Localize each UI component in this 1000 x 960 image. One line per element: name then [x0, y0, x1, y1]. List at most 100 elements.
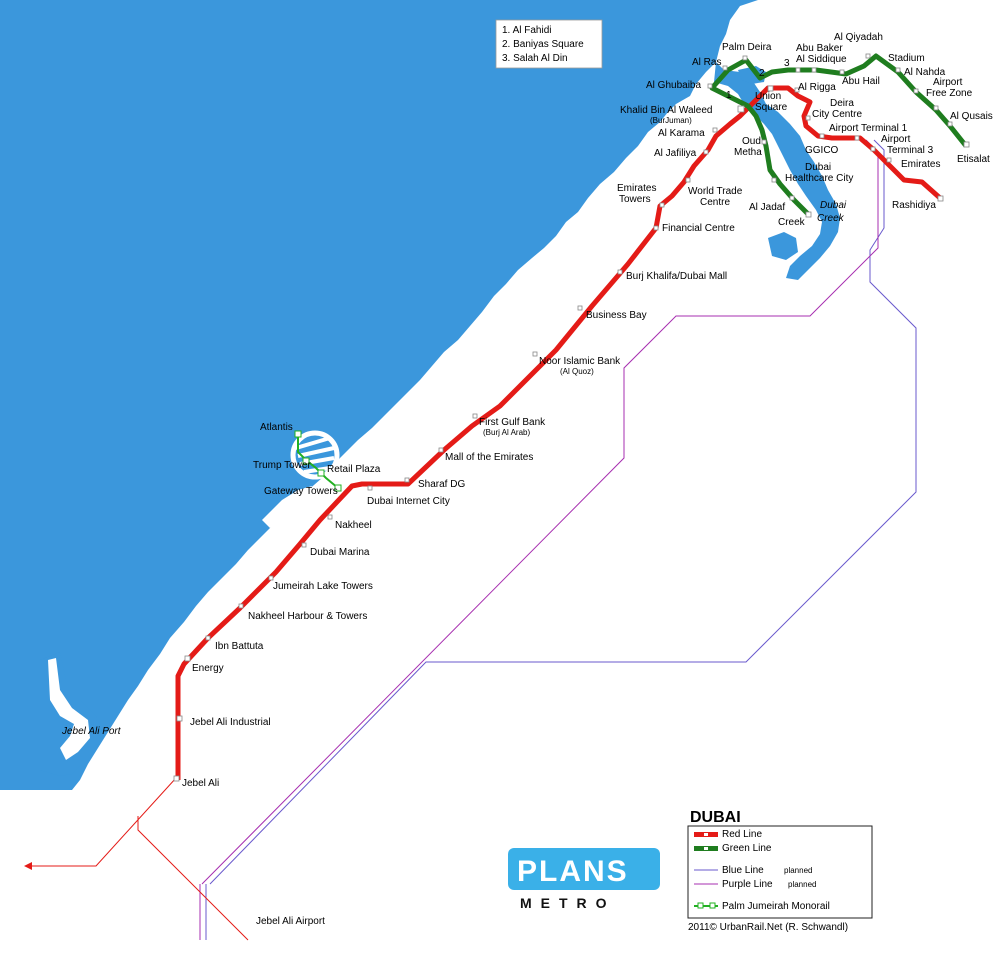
- station-retail-plaza: Retail Plaza: [327, 464, 381, 475]
- label-creek: Creek: [817, 213, 845, 224]
- legend: DUBAI Red Line Green Line Blue Line plan…: [687, 809, 873, 919]
- station-square: Square: [755, 102, 788, 113]
- station-deira-city-centre: City Centre: [812, 109, 862, 120]
- station-abu-baker: Abu Baker: [796, 43, 843, 54]
- station-abu-hail: Abu Hail: [842, 76, 880, 87]
- station-nakheel-harbour: Nakheel Harbour & Towers: [248, 611, 367, 622]
- station-khalid-bin-al-waleed: Khalid Bin Al Waleed: [620, 105, 712, 116]
- station-jebel-ali-industrial: Jebel Ali Industrial: [190, 717, 271, 728]
- palm-monorail: [297, 434, 339, 489]
- logo-metro: METRO: [520, 895, 616, 911]
- interchange-number-3: 3: [784, 58, 790, 69]
- label-jebel-ali-port: Jebel Ali Port: [61, 726, 122, 737]
- station-jumeirah-lake-towers: Jumeirah Lake Towers: [273, 581, 373, 592]
- station-mall-of-the-emirates: Mall of the Emirates: [445, 452, 533, 463]
- palm-jumeirah: [262, 430, 340, 540]
- station-world-trade: World Trade: [688, 186, 743, 197]
- plans-metro-logo: PLANS METRO: [508, 848, 660, 911]
- station-al-qusais: Al Qusais: [950, 111, 993, 122]
- station-creek: Creek: [778, 217, 806, 228]
- station-world-trade-2: Centre: [700, 197, 730, 208]
- station-atlantis: Atlantis: [260, 422, 293, 433]
- station-nakheel: Nakheel: [335, 520, 372, 531]
- key-item-3: 3. Salah Al Din: [502, 53, 568, 64]
- station-al-karama: Al Karama: [658, 128, 705, 139]
- station-al-rigga: Al Rigga: [798, 82, 836, 93]
- red-extension-planned: [28, 777, 249, 941]
- legend-purple-line: Purple Line: [722, 879, 773, 890]
- station-ibn-battuta: Ibn Battuta: [215, 641, 264, 652]
- station-al-ras: Al Ras: [692, 57, 721, 68]
- station-emirates-towers: Emirates: [617, 183, 656, 194]
- station-al-quoz: (Al Quoz): [560, 367, 594, 376]
- station-business-bay: Business Bay: [586, 310, 647, 321]
- station-markers: [173, 53, 970, 782]
- station-al-ghubaiba: Al Ghubaiba: [646, 80, 701, 91]
- station-emirates-towers-2: Towers: [619, 194, 651, 205]
- station-al-qiyadah: Al Qiyadah: [834, 32, 883, 43]
- creek-pond: [768, 232, 798, 260]
- station-airport-t3: Terminal 3: [887, 145, 934, 156]
- legend-blue-note: planned: [784, 866, 812, 875]
- blue-line-planned: [205, 139, 917, 940]
- interchange-number-1: 1: [726, 90, 732, 101]
- station-stadium: Stadium: [888, 53, 925, 64]
- jebel-ali-port: [48, 658, 90, 760]
- purple-line-planned: [199, 139, 879, 940]
- legend-green-line: Green Line: [722, 843, 772, 854]
- station-oud-metha-2: Metha: [734, 147, 762, 158]
- legend-purple-note: planned: [788, 880, 816, 889]
- label-dubai: Dubai: [820, 200, 847, 211]
- interchange-key: 1. Al Fahidi 2. Baniyas Square 3. Salah …: [495, 19, 603, 69]
- station-al-siddique: Al Siddique: [796, 54, 847, 65]
- sea: [0, 0, 758, 790]
- station-al-jafiliya: Al Jafiliya: [654, 148, 697, 159]
- red-station-labels: Rashidiya Emirates Airport Terminal 3 Ai…: [182, 82, 940, 789]
- logo-plans: PLANS: [517, 855, 629, 888]
- legend-title: DUBAI: [690, 809, 741, 826]
- station-etisalat: Etisalat: [957, 154, 990, 165]
- station-al-jadaf: Al Jadaf: [749, 202, 785, 213]
- station-al-nahda: Al Nahda: [904, 67, 946, 78]
- station-union: Union: [755, 91, 781, 102]
- monorail-station-labels: Atlantis Trump Tower Retail Plaza Gatewa…: [253, 422, 381, 497]
- station-airport-free-zone-2: Free Zone: [926, 88, 973, 99]
- station-airport-free-zone: Airport: [933, 77, 963, 88]
- station-rashidiya: Rashidiya: [892, 200, 936, 211]
- station-jebel-ali: Jebel Ali: [182, 778, 219, 789]
- key-item-2: 2. Baniyas Square: [502, 39, 584, 50]
- station-dubai-healthcare-2: Healthcare City: [785, 173, 853, 184]
- station-airport-t1: Airport Terminal 1: [829, 123, 908, 134]
- station-deira-prefix: Deira: [830, 98, 854, 109]
- station-ggico: GGICO: [805, 145, 839, 156]
- station-energy: Energy: [192, 663, 224, 674]
- station-dubai-healthcare: Dubai: [805, 162, 831, 173]
- station-burjuman: (BurJuman): [650, 116, 692, 125]
- station-financial-centre: Financial Centre: [662, 223, 735, 234]
- label-jebel-ali-airport: Jebel Ali Airport: [256, 916, 325, 927]
- green-station-labels: Etisalat Al Qusais Airport Free Zone Al …: [646, 32, 993, 228]
- station-oud-metha: Oud: [742, 136, 761, 147]
- station-palm-deira: Palm Deira: [722, 42, 772, 53]
- dubai-creek: [714, 62, 840, 280]
- station-first-gulf-bank: First Gulf Bank: [479, 417, 546, 428]
- green-line: [709, 53, 968, 216]
- station-dubai-internet-city: Dubai Internet City: [367, 496, 450, 507]
- station-sharaf-dg: Sharaf DG: [418, 479, 465, 490]
- coastline: [0, 0, 840, 790]
- legend-monorail: Palm Jumeirah Monorail: [722, 901, 830, 912]
- interchange-number-2: 2: [759, 68, 765, 79]
- station-gateway-towers: Gateway Towers: [264, 486, 338, 497]
- credit: 2011© UrbanRail.Net (R. Schwandl): [688, 922, 848, 933]
- station-trump-tower: Trump Tower: [253, 460, 311, 471]
- station-dubai-marina: Dubai Marina: [310, 547, 370, 558]
- legend-red-line: Red Line: [722, 829, 762, 840]
- legend-blue-line: Blue Line: [722, 865, 764, 876]
- station-emirates: Emirates: [901, 159, 940, 170]
- station-airport-t3-prefix: Airport: [881, 134, 911, 145]
- key-item-1: 1. Al Fahidi: [502, 25, 551, 36]
- station-burj-khalifa: Burj Khalifa/Dubai Mall: [626, 271, 727, 282]
- station-noor-islamic-bank: Noor Islamic Bank: [539, 356, 621, 367]
- station-burj-al-arab: (Burj Al Arab): [483, 428, 530, 437]
